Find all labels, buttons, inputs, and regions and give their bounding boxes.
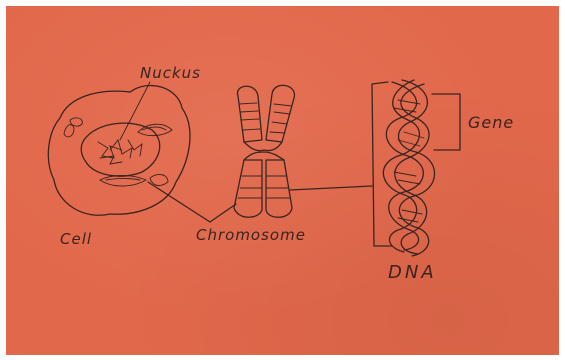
centromere bbox=[244, 142, 284, 160]
dna-bracket bbox=[372, 82, 392, 246]
cell-chromosome-connector bbox=[148, 182, 236, 222]
organelle-left bbox=[64, 125, 74, 137]
dna-label: DNA bbox=[388, 262, 437, 283]
chromosome-left-arm-top bbox=[238, 86, 262, 142]
dna bbox=[372, 80, 460, 256]
organelle-right bbox=[150, 175, 168, 186]
organelle-bottom bbox=[100, 176, 146, 187]
chromosome-left-arm-bottom bbox=[234, 160, 262, 217]
organelles bbox=[64, 118, 172, 186]
nucleus-chromatin bbox=[98, 140, 142, 164]
gene-label: Gene bbox=[468, 113, 514, 132]
chromosome bbox=[234, 85, 294, 217]
nucleus-pointer-line bbox=[120, 82, 150, 140]
chromosome-right-arm-bottom bbox=[266, 160, 292, 217]
organelle-top-left bbox=[70, 118, 82, 126]
dna-strand-1 bbox=[386, 82, 423, 250]
chromosome-label: Chromosome bbox=[196, 226, 306, 244]
cell-label: Cell bbox=[60, 230, 92, 248]
gene-bracket bbox=[432, 94, 460, 150]
nucleus-label: Nuckus bbox=[140, 64, 201, 82]
chromosome-dna-connector bbox=[290, 186, 372, 190]
dna-double-helix bbox=[383, 80, 434, 256]
